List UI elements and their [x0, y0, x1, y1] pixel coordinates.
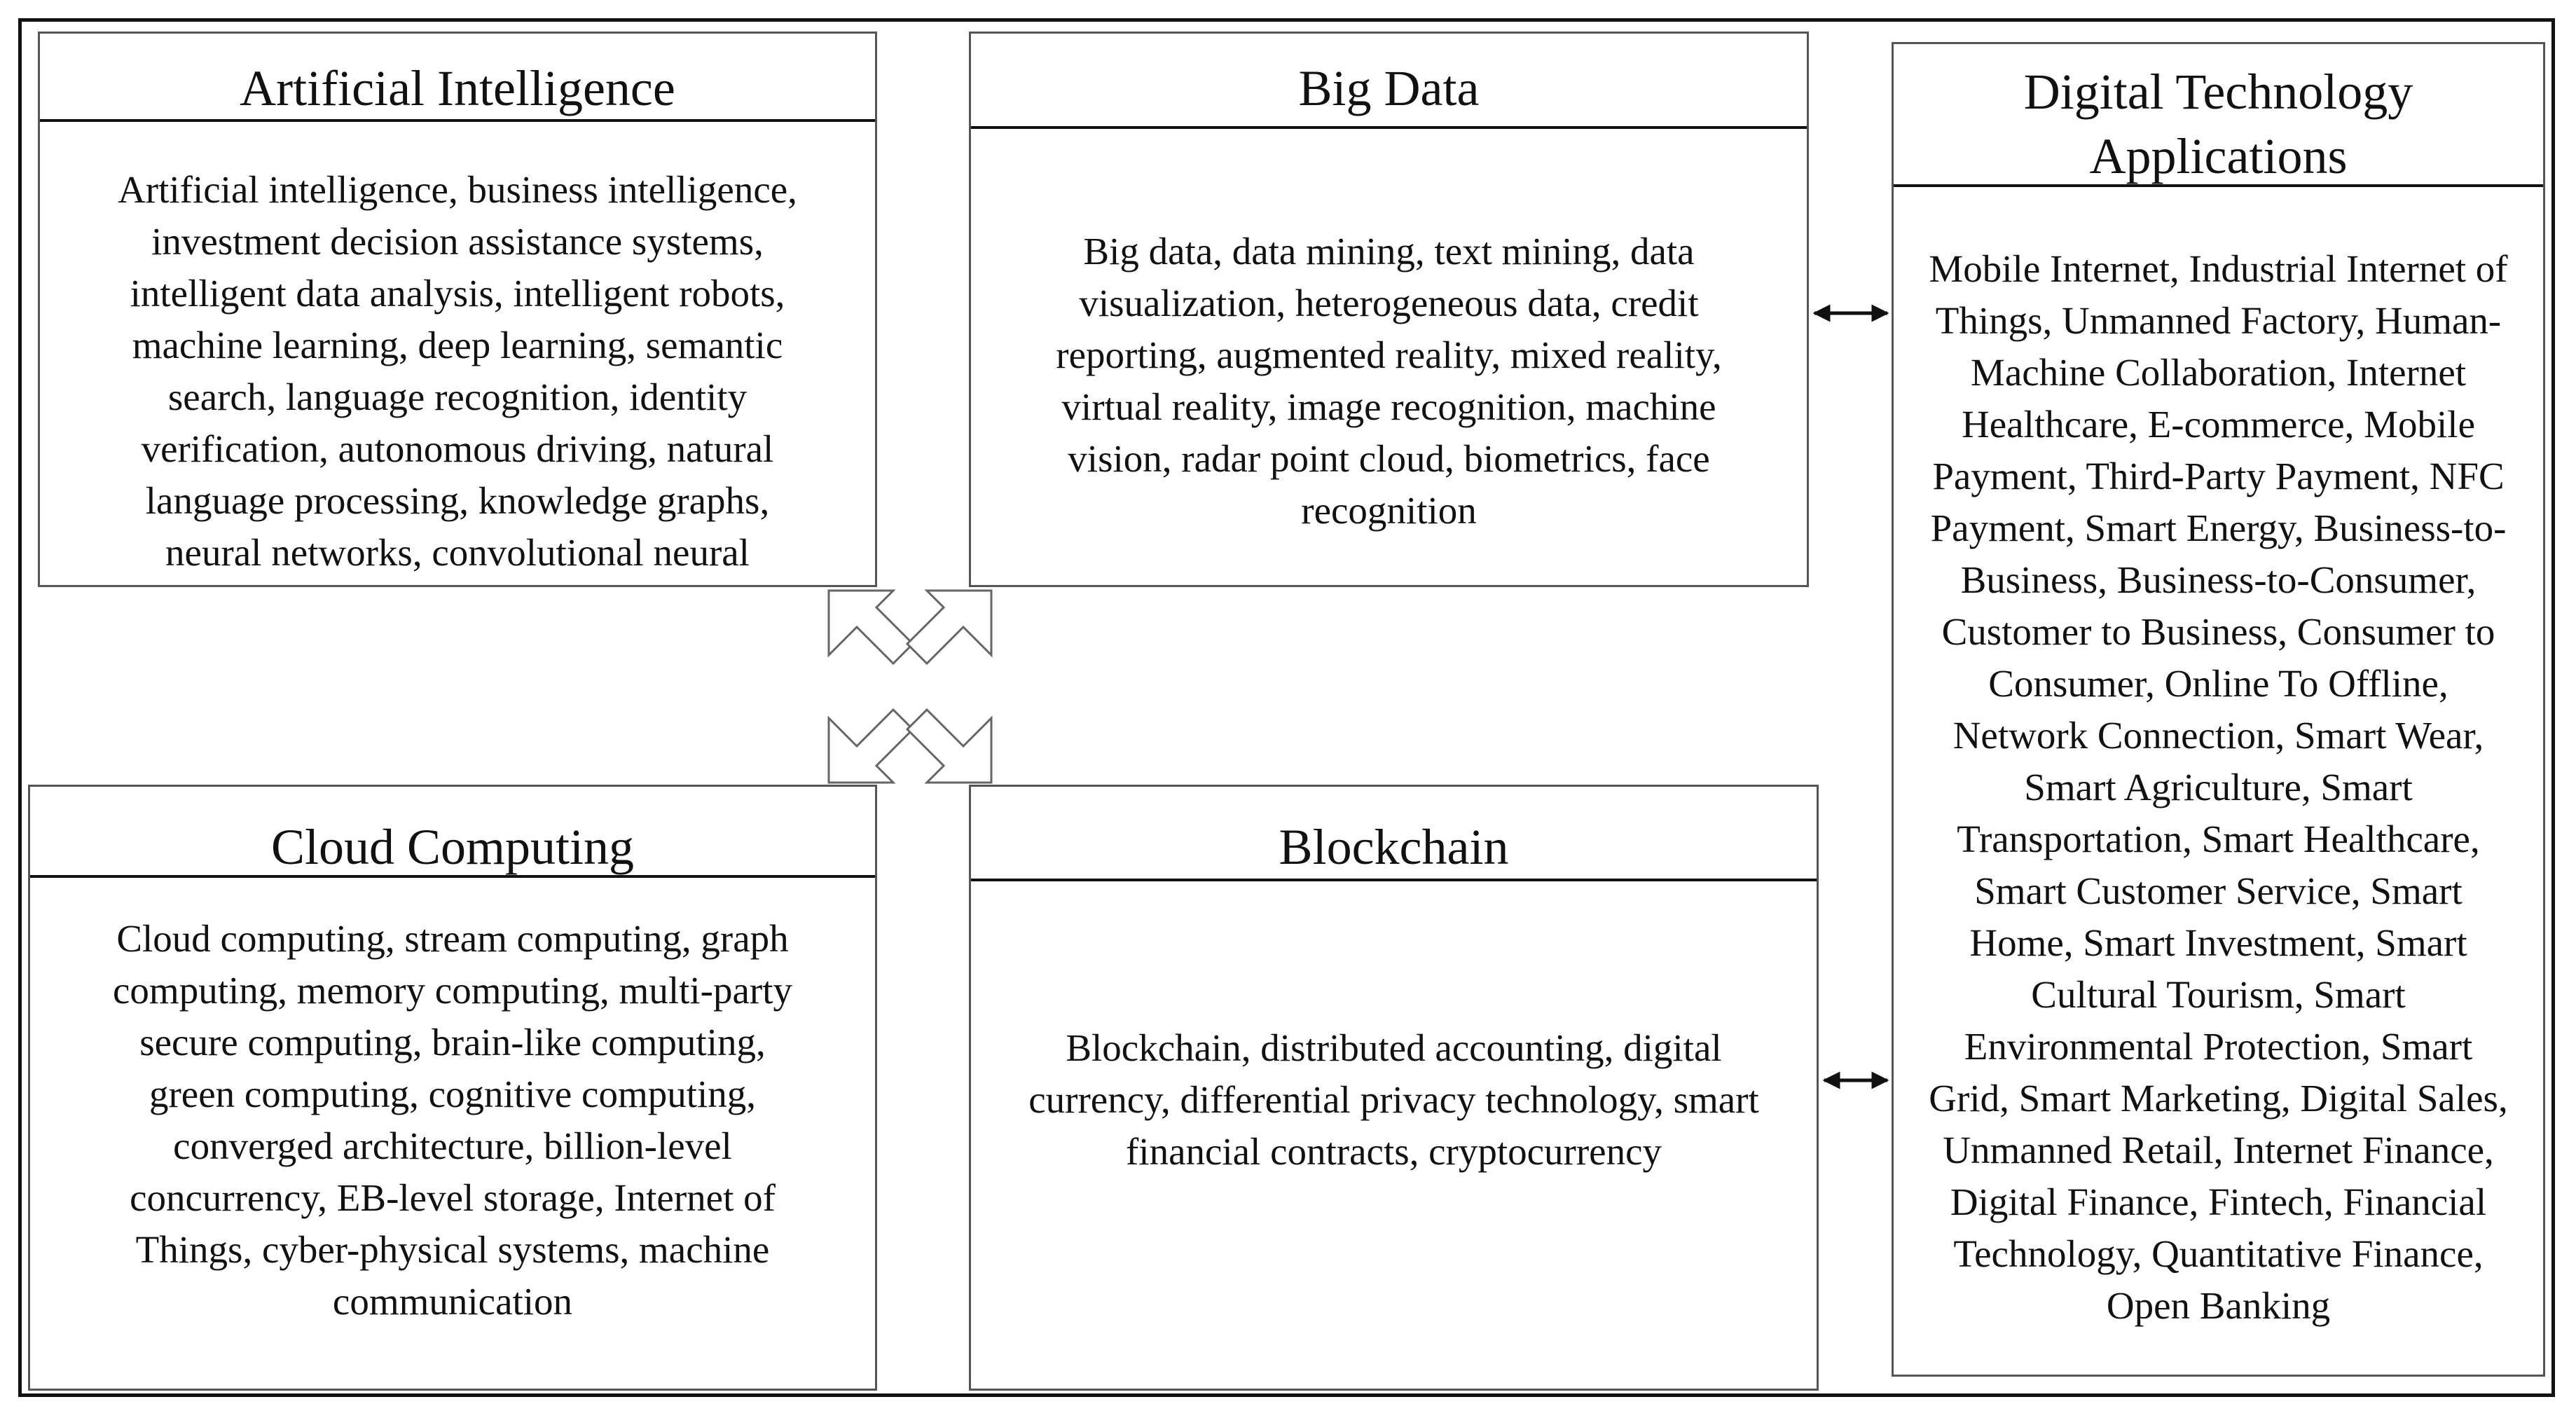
- digital-applications-title-divider: [1894, 184, 2543, 187]
- ai-title: Artificial Intelligence: [240, 60, 675, 116]
- digital-applications-title: Digital Technology Applications: [2023, 64, 2413, 184]
- cloud-computing-title: Cloud Computing: [270, 819, 635, 875]
- cloud-computing-title-divider: [30, 875, 875, 878]
- cloud-computing-box: Cloud Computing Cloud computing, stream …: [28, 785, 877, 1391]
- blockchain-box: Blockchain Blockchain, distributed accou…: [969, 785, 1819, 1391]
- blockchain-title: Blockchain: [1279, 819, 1509, 875]
- big-data-title: Big Data: [1298, 60, 1480, 116]
- digital-applications-box: Digital Technology Applications Mobile I…: [1892, 42, 2545, 1377]
- ai-title-divider: [40, 119, 875, 122]
- blockchain-title-divider: [971, 879, 1817, 881]
- digital-applications-description: Mobile Internet, Industrial Internet of …: [1929, 247, 2508, 1327]
- diagram-frame: [18, 18, 2555, 1397]
- big-data-box: Big Data Big data, data mining, text min…: [969, 32, 1809, 587]
- ai-box: Artificial Intelligence Artificial intel…: [38, 32, 877, 587]
- cloud-computing-description: Cloud computing, stream computing, graph…: [113, 917, 792, 1323]
- blockchain-description: Blockchain, distributed accounting, digi…: [1028, 1026, 1759, 1173]
- big-data-title-divider: [971, 126, 1807, 129]
- ai-description: Artificial intelligence, business intell…: [118, 168, 797, 574]
- big-data-description: Big data, data mining, text mining, data…: [1056, 230, 1722, 532]
